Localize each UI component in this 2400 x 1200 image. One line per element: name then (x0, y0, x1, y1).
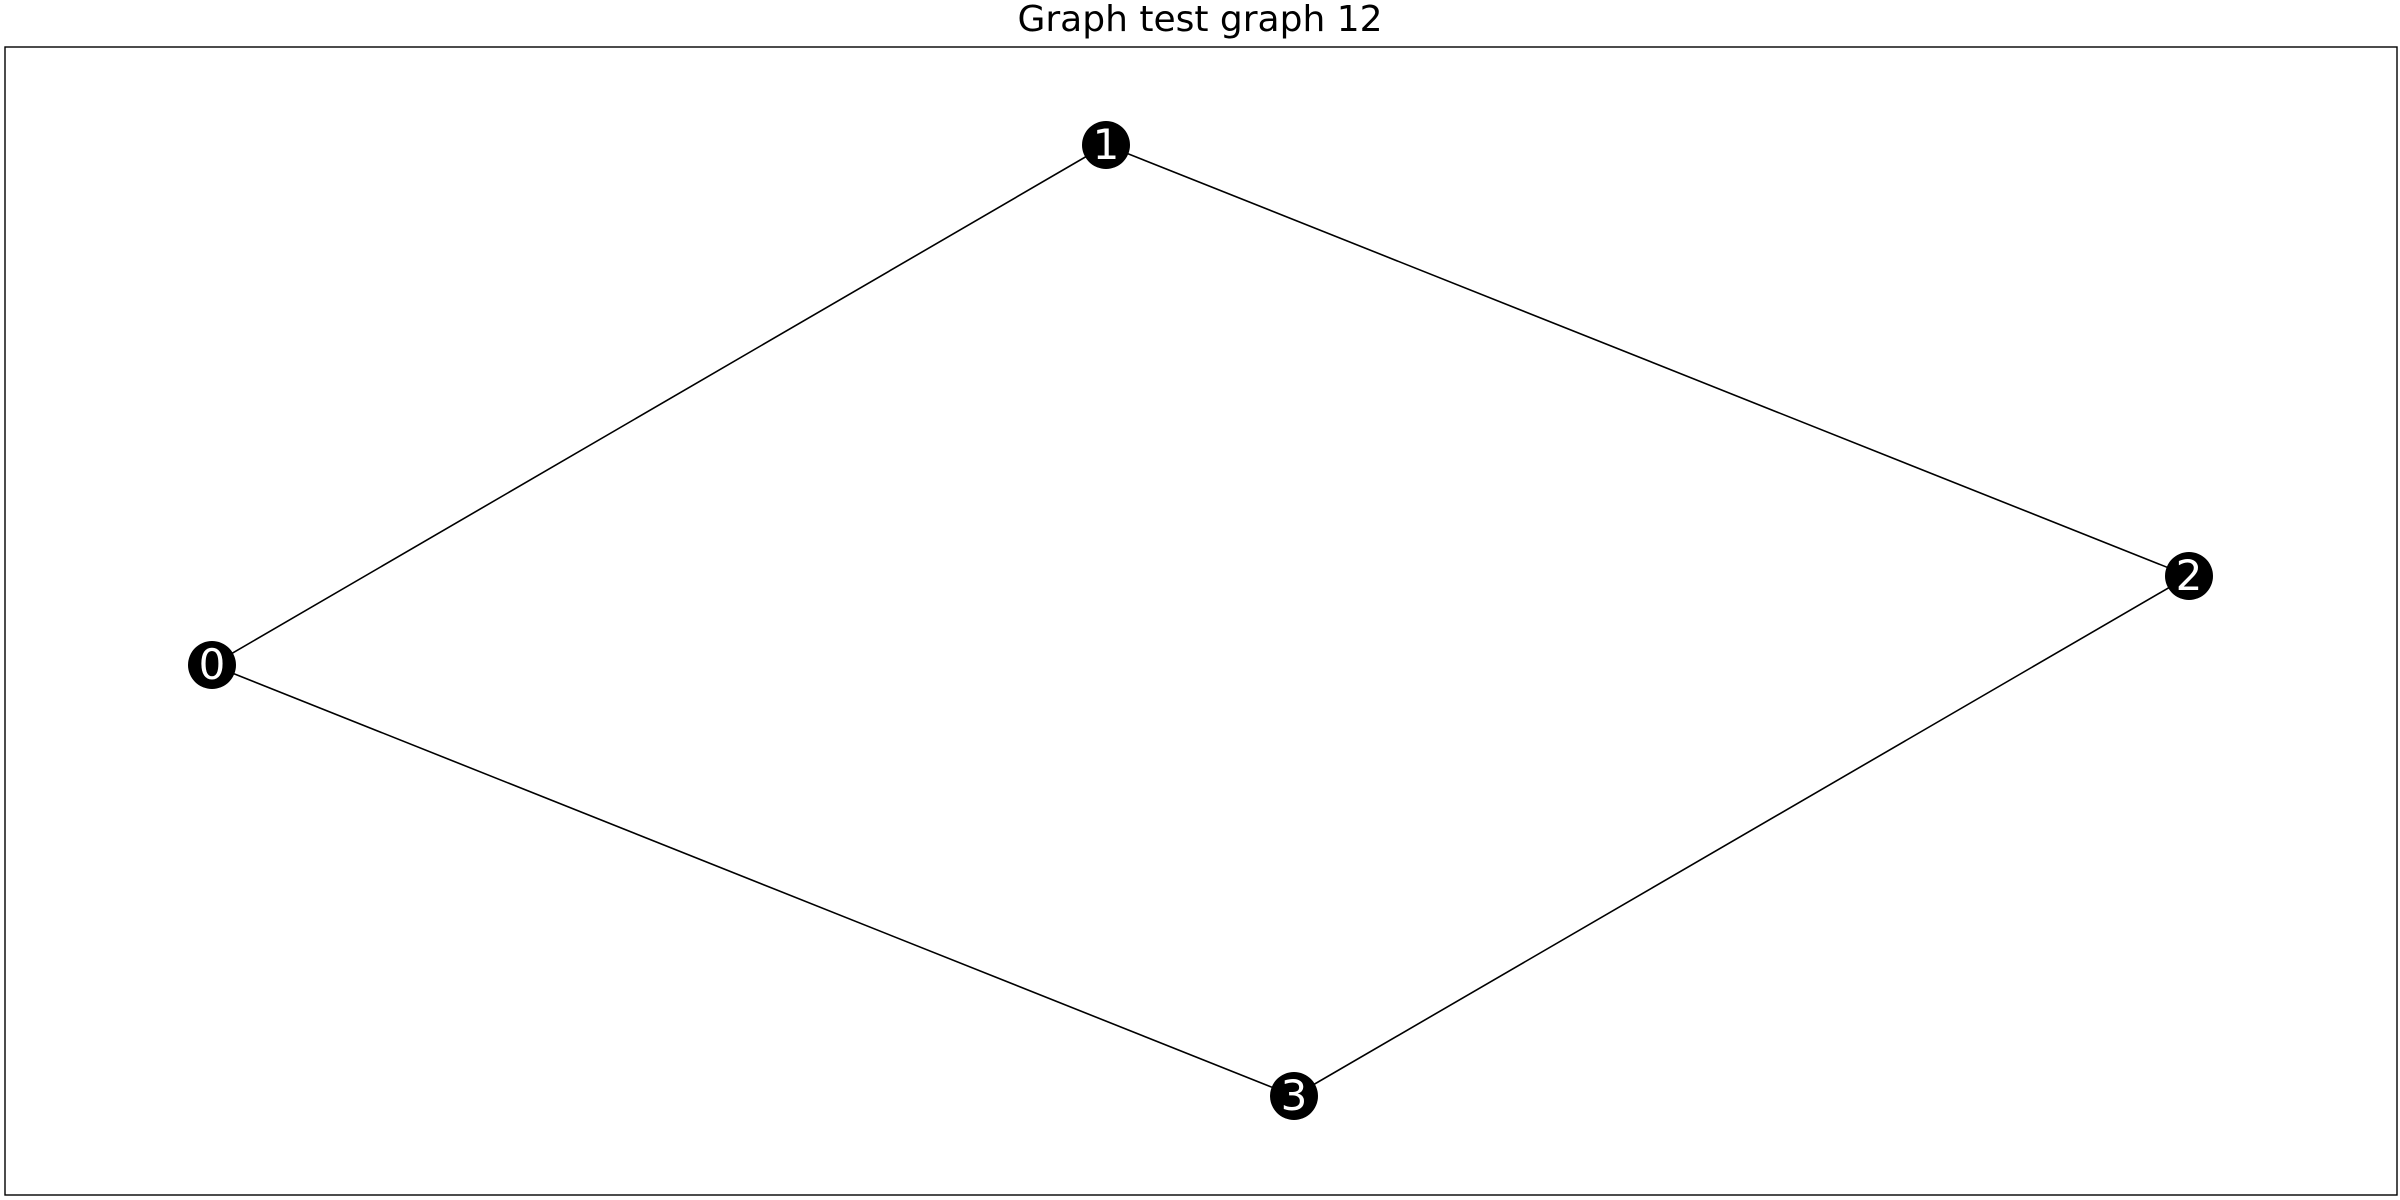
node-3: 3 (1270, 1071, 1318, 1120)
node-circle (188, 641, 236, 689)
node-label: 1 (1093, 120, 1120, 169)
edge-0-1 (211, 144, 1107, 666)
node-0: 0 (188, 640, 236, 689)
edge-1-2 (1105, 144, 2190, 577)
node-circle (2165, 552, 2213, 600)
edge-2-3 (1293, 575, 2190, 1097)
nodes-layer: 0 1 2 3 (188, 120, 2213, 1120)
node-label: 0 (199, 640, 226, 689)
plot-frame (4, 46, 2398, 1196)
node-label: 2 (2176, 551, 2203, 600)
node-label: 3 (1281, 1071, 1308, 1120)
node-1: 1 (1082, 120, 1130, 169)
graph-title: Graph test graph 12 (1017, 0, 1382, 40)
edges-layer (211, 144, 2190, 1097)
edge-3-0 (211, 664, 1295, 1097)
node-circle (1082, 121, 1130, 169)
node-2: 2 (2165, 551, 2213, 600)
node-circle (1270, 1072, 1318, 1120)
